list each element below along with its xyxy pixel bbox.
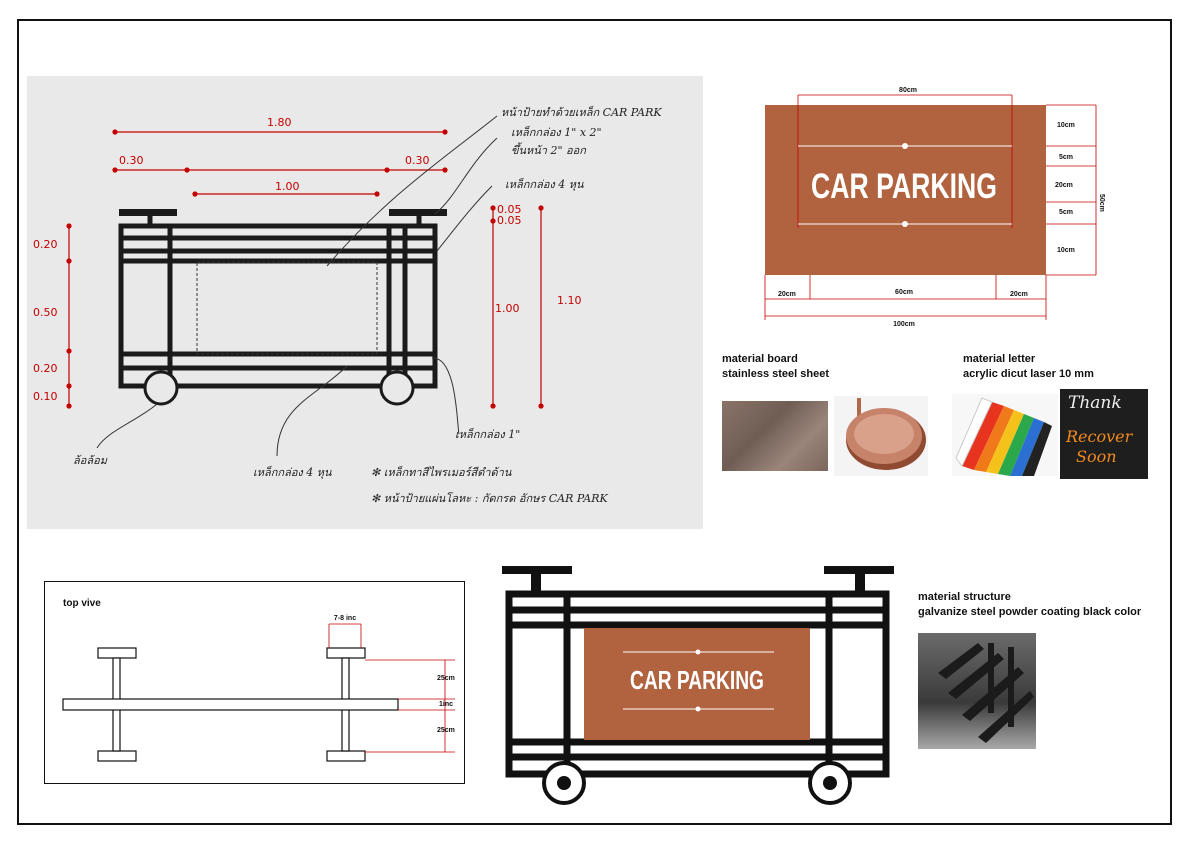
dim-inner-width: 1.00 (275, 180, 300, 193)
dim-overall-width: 1.80 (267, 116, 292, 129)
acrylic-letter-sample-photo: Thank Recover Soon (1060, 389, 1148, 479)
dim-total-2: 1.10 (557, 294, 582, 307)
note-wheel: ล้อล้อม (73, 454, 108, 467)
sign-plate (765, 105, 1046, 275)
note-tube-label: เหล็กกล่อง 1" x 2" (511, 125, 602, 139)
dim-sign-side: 50cm (1098, 194, 1105, 212)
dim-sign-r3: 20cm (1055, 182, 1073, 189)
sketch-wheels (143, 370, 415, 406)
dim-sign-r2: 5cm (1059, 154, 1073, 161)
note-sign-label: หน้าป้ายทำด้วยเหล็ก CAR PARK (501, 105, 662, 119)
note-tube-sub: ขึ้นหน้า 2" ออก (511, 142, 587, 157)
dim-top-2: 0.05 (497, 214, 522, 227)
note-primer: ✻ เหล็กทาสีไพรเมอร์สีดำด้าน (371, 465, 512, 479)
sample-text-thank: Thank (1068, 393, 1122, 413)
note-tube4-top: เหล็กกล่อง 4 หุน (505, 177, 584, 191)
material-structure-title: material structure (918, 591, 1011, 603)
top-view-dim-b: 1inc (439, 701, 453, 708)
material-board-desc: stainless steel sheet (722, 368, 830, 380)
sign-rivet-top (902, 143, 908, 149)
render-rivet-top (695, 649, 701, 655)
dim-left-offset: 0.30 (119, 154, 144, 167)
note-etched-sign: ✻ หน้าป้ายแผ่นโลหะ : กัดกรด อักษร CAR PA… (371, 492, 609, 505)
cart-render: CAR PARKING (500, 560, 900, 810)
dim-sign-top: 80cm (899, 87, 917, 94)
dim-right-offset: 0.30 (405, 154, 430, 167)
sketch-handles (119, 209, 447, 216)
steel-structure-photo (918, 633, 1036, 749)
dim-sign-r1: 10cm (1057, 122, 1075, 129)
sketch-drawing: 1.80 0.30 0.30 1.00 0.20 0.50 0.20 0.10 … (33, 105, 662, 505)
render-wheels (542, 761, 852, 805)
material-structure-desc: galvanize steel powder coating black col… (918, 606, 1142, 618)
sketch-sign-outline (196, 261, 378, 355)
top-view-dim-width: 7-8 inc (334, 615, 356, 622)
render-handles (502, 566, 894, 592)
dim-top-1: 0.05 (497, 203, 522, 216)
render-frame (505, 590, 890, 778)
dim-height-2: 0.50 (33, 306, 58, 319)
render-sign-text: CAR PARKING (630, 665, 764, 695)
sign-dimension-drawing: CAR PARKING 80cm 10cm 5cm 20cm 5cm 10cm … (760, 84, 1110, 334)
dim-sign-b-left: 20cm (778, 291, 796, 298)
top-view-dim-c: 25cm (437, 727, 455, 734)
sign-rivet-bottom (902, 221, 908, 227)
top-view-panel: top vive 7-8 inc 25cm 1inc 25cm (44, 581, 465, 784)
render-sign-plate (584, 628, 810, 740)
top-view-dim-a: 25cm (437, 675, 455, 682)
material-board-label: material board stainless steel sheet (722, 352, 829, 382)
top-view-title: top vive (63, 598, 101, 609)
dim-sign-b-mid: 60cm (895, 289, 913, 296)
dim-sign-r5: 10cm (1057, 247, 1075, 254)
sketch-leader-lines (96, 115, 498, 457)
sheet-border (17, 19, 1172, 825)
top-view-drawing: 7-8 inc 25cm 1inc 25cm (62, 615, 455, 762)
dim-height-3: 0.20 (33, 362, 58, 375)
dim-height-1: 0.20 (33, 238, 58, 251)
note-tube1: เหล็กกล่อง 1" (455, 427, 520, 441)
sample-text-recover: Recover (1066, 427, 1133, 446)
dim-sign-b-right: 20cm (1010, 291, 1028, 298)
dim-sign-total: 100cm (893, 321, 915, 328)
note-tube4-bottom: เหล็กกล่อง 4 หุน (253, 465, 332, 479)
sign-guide-lines (764, 94, 1097, 320)
render-rivet-bottom (695, 706, 701, 712)
hand-sketch-photo: 1.80 0.30 0.30 1.00 0.20 0.50 0.20 0.10 … (27, 76, 703, 529)
material-board-title: material board (722, 353, 798, 365)
material-structure-label: material structure galvanize steel powde… (918, 590, 1141, 620)
dim-height-4: 0.10 (33, 390, 58, 403)
dim-total-1: 1.00 (495, 302, 520, 315)
dim-sign-r4: 5cm (1059, 209, 1073, 216)
sketch-dimension-lines (66, 129, 544, 409)
copper-disc-photo (834, 396, 928, 476)
sign-text: CAR PARKING (811, 167, 997, 206)
material-letter-label: material letter acrylic dicut laser 10 m… (963, 352, 1094, 382)
stainless-sheet-photo (722, 401, 828, 471)
material-letter-desc: acrylic dicut laser 10 mm (963, 368, 1094, 380)
material-letter-title: material letter (963, 353, 1036, 365)
acrylic-sheets-photo (952, 394, 1058, 476)
sketch-cart-frame (118, 214, 438, 389)
sample-text-soon: Soon (1076, 447, 1117, 466)
